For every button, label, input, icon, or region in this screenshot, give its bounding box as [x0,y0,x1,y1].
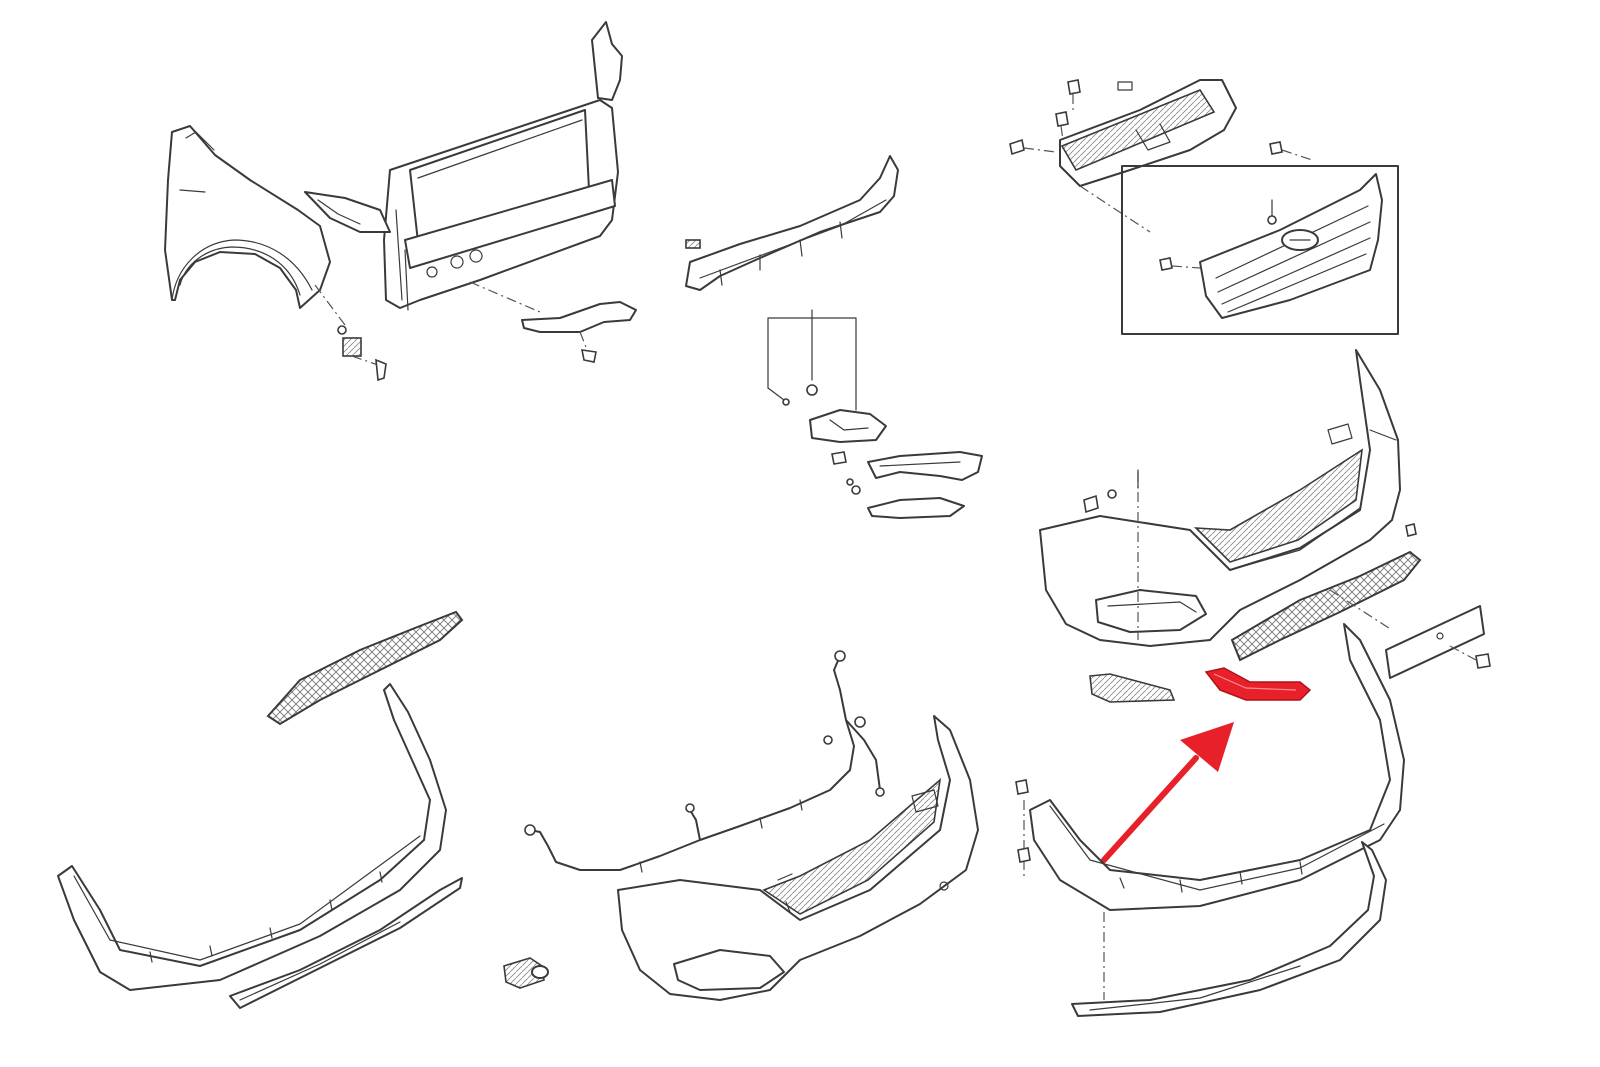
bumper-lower-assembly-icon [1015,623,1405,911]
bumper-lower-lip-icon [1071,841,1387,1017]
license-plate-bracket-icon [1385,605,1491,679]
front-fender-icon [164,125,346,326]
front-bumper-cover-icon [1039,349,1417,647]
radiator-support-carrier-icon [304,21,623,313]
parking-sensor-harness-icon [524,650,885,873]
radiator-grille-icon [1121,141,1399,335]
left-lower-grille-icon [266,610,464,726]
red-highlighted-trim-icon [1204,667,1312,701]
highlight-arrow-icon [1101,722,1234,863]
radiator-upper-cover-icon [1009,79,1237,233]
left-bumper-lip-icon [229,877,463,1009]
bumper-energy-absorber-icon [685,155,899,291]
carrier-bracket-icon [521,301,637,363]
lower-grille-icon [1230,550,1422,662]
left-bumper-lower-icon [57,683,447,991]
parking-sensor-icon [503,957,549,989]
fender-clip-icon [337,325,387,382]
bumper-side-bracket-icon [1089,673,1176,703]
fog-lamp-icon [767,309,983,519]
center-bumper-cover-icon [617,715,979,1001]
